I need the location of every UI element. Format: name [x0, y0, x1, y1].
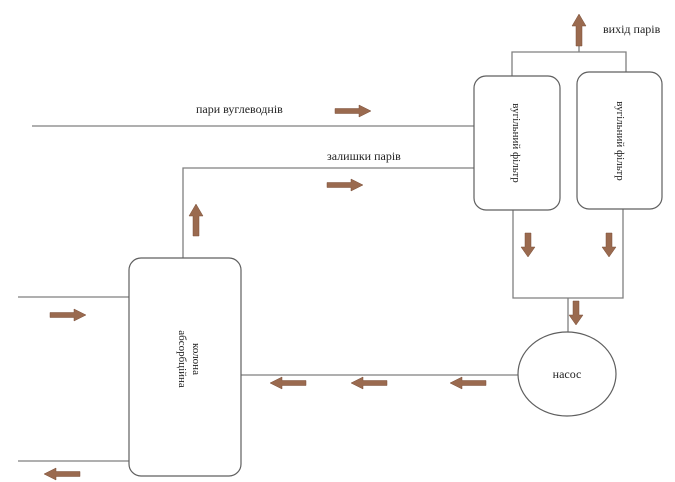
arrow-left-icon — [350, 376, 388, 390]
vapor-residues-label: залишки парів — [327, 149, 401, 163]
absorption-column — [128, 257, 242, 477]
vapor-residue-line — [182, 167, 474, 258]
arrow-left-icon — [269, 376, 307, 390]
pump-label: насос — [553, 367, 582, 381]
coal-filter-2-label: вугільний фільтр — [614, 101, 626, 181]
arrow-up-icon — [571, 13, 587, 47]
arrow-down-icon — [601, 232, 617, 258]
arrow-up-icon — [188, 203, 204, 237]
vapor-outlet-line — [511, 51, 627, 76]
coal-filter-1 — [473, 75, 561, 211]
arrow-right-icon — [326, 178, 364, 192]
coal-filter-2 — [576, 71, 663, 210]
arrow-down-icon — [520, 232, 536, 258]
absorption-column-label-line1: абсорбційна — [176, 330, 188, 388]
pump — [517, 331, 617, 417]
hydrocarbon-vapors-label: пари вуглеводнів — [196, 102, 283, 116]
arrow-left-icon — [449, 376, 487, 390]
arrow-right-icon — [334, 104, 372, 118]
vapor-outlet-label: вихід парів — [603, 22, 661, 36]
arrow-left-icon — [43, 467, 81, 481]
absorption-column-label-line2: колона — [190, 343, 202, 375]
arrow-down-icon — [568, 300, 584, 326]
coal-filter-1-label: вугільний фільтр — [510, 103, 522, 183]
arrow-right-icon — [49, 308, 87, 322]
